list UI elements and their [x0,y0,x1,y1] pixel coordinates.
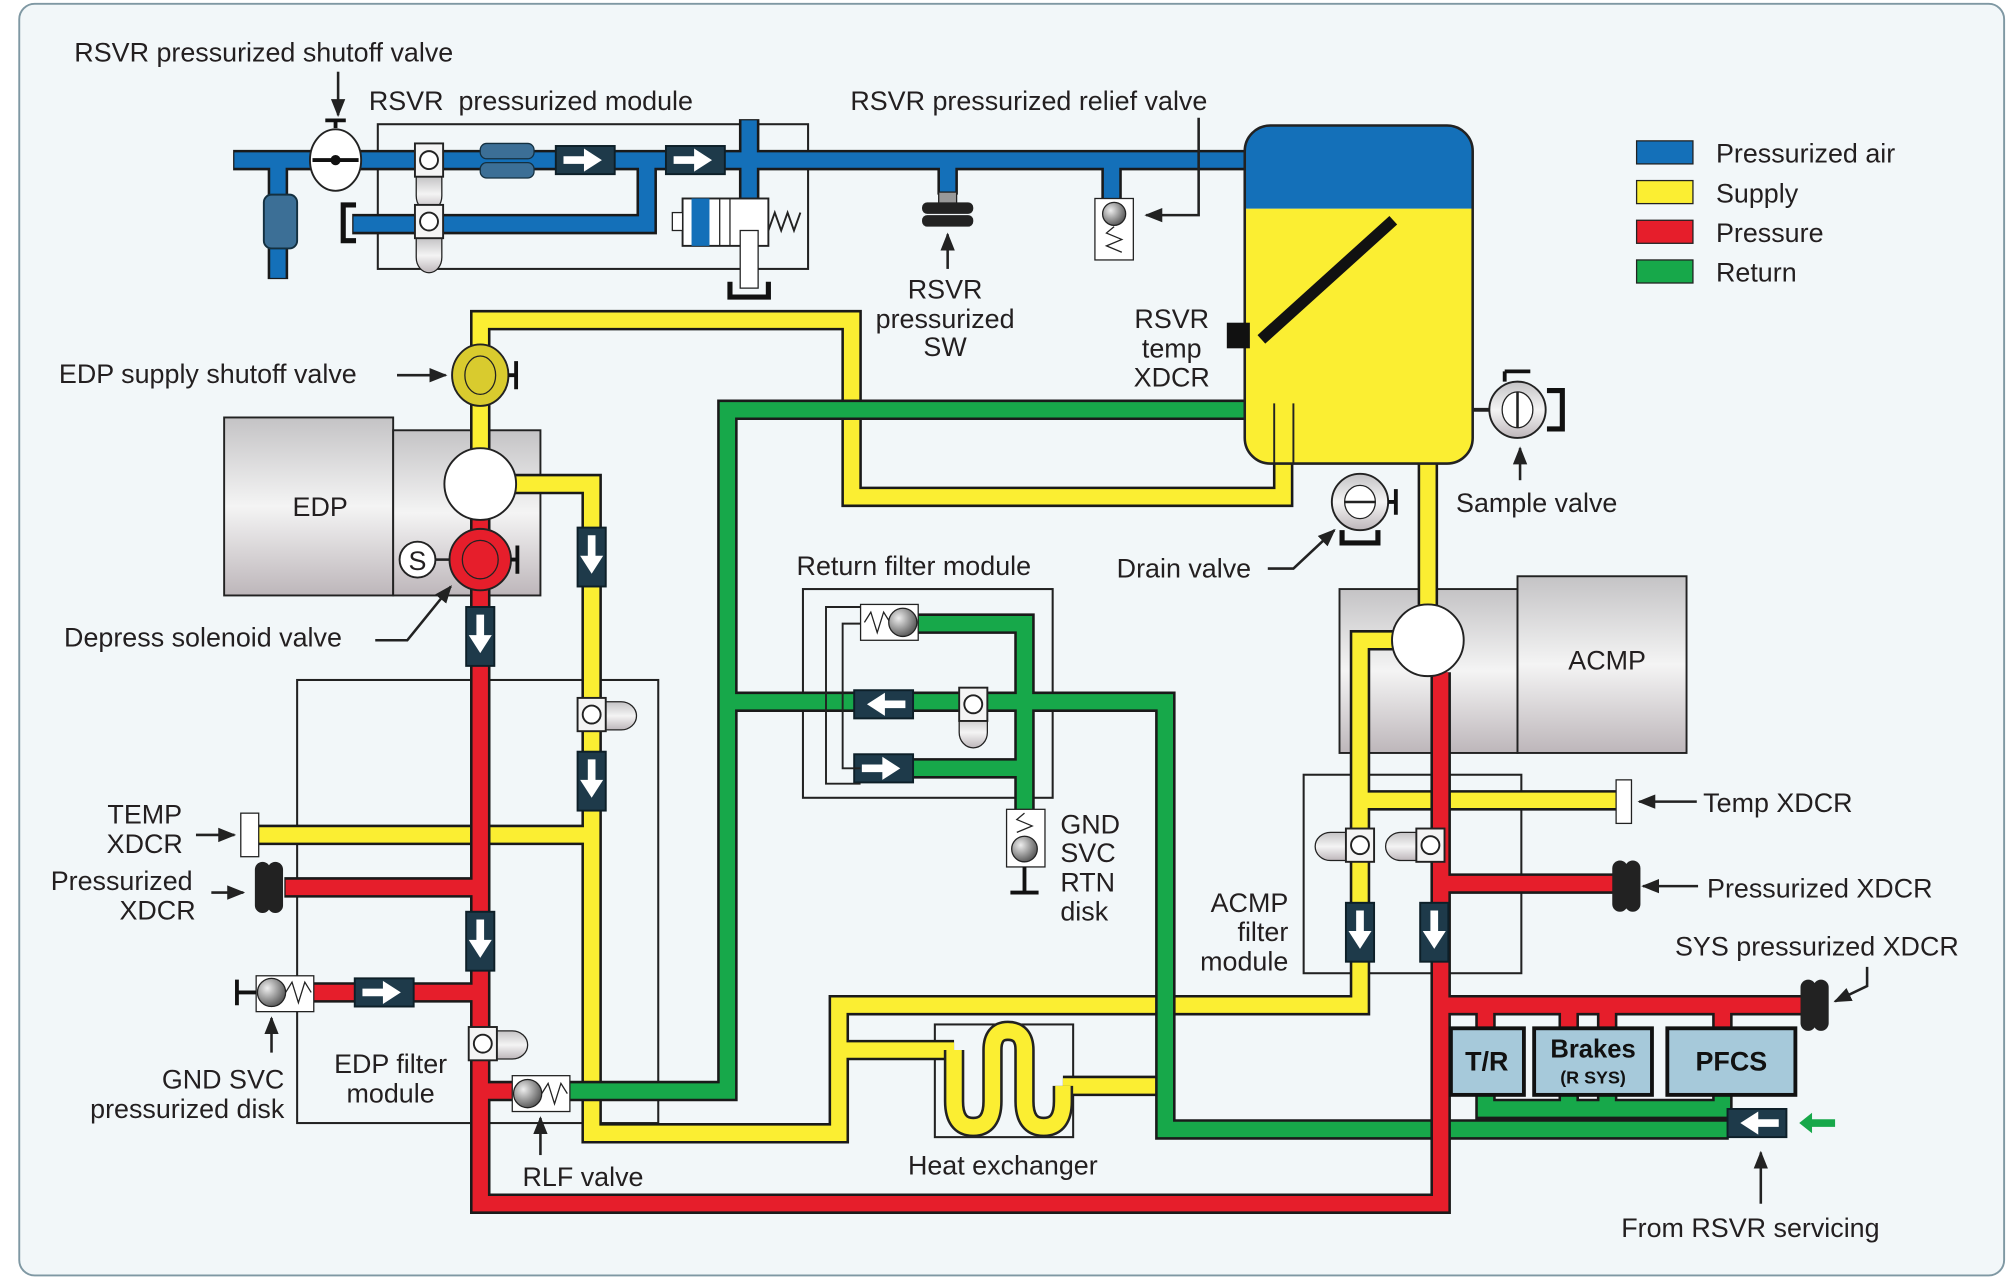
depress-solenoid-valve[interactable] [434,527,520,592]
leader-arrows [195,71,1869,1204]
brakes-sub-label: (R SYS) [1560,1067,1626,1087]
label-drain-valve: Drain valve [1117,554,1251,584]
sys-pressurized-xdcr [1800,979,1829,1031]
filter-arrow-right-icon [353,977,415,1008]
label-temp-xdcr-right: Temp XDCR [1703,788,1852,818]
label-sample-valve: Sample valve [1456,488,1617,518]
solenoid-s-label: S [409,546,427,576]
inflow-green-arrow-icon [1799,1112,1836,1134]
reservoir-tank [1226,124,1474,465]
label-acmp: ACMP [1568,646,1646,676]
filter-arrow-down-icon [576,750,607,812]
label-return-filter-module: Return filter module [797,551,1032,581]
svg-text:Return: Return [1716,258,1797,288]
filter-arrow-down-icon [1419,901,1450,963]
edp-pump-port [443,447,518,521]
label-rsvr-relief-valve: RSVR pressurized relief valve [850,86,1207,116]
label-heat-exchanger: Heat exchanger [908,1150,1098,1180]
brakes-box: Brakes (R SYS) [1532,1026,1654,1097]
label-edp: EDP [293,492,348,522]
gnd-svc-rtn-disk[interactable] [1005,808,1046,895]
svg-text:Pressure: Pressure [1716,218,1824,248]
rsvr-pressurized-sw [922,191,974,227]
legend-item-return: Return [1635,258,1797,288]
return-filter-bypass [825,603,919,785]
edp-supply-shutoff-valve[interactable] [451,343,519,407]
drain-valve[interactable] [1330,472,1398,546]
rsvr-relief-piston [671,197,802,300]
pressurized-xdcr-right [1612,860,1641,912]
rsvr-pressurized-relief-valve[interactable] [1094,197,1134,261]
check-valve [576,696,638,733]
tr-box: T/R [1448,1026,1526,1097]
brakes-label: Brakes [1550,1036,1635,1064]
filter-arrow-down-icon [576,526,607,588]
servicing-arrow-left-icon [1726,1108,1788,1139]
check-valve [1314,827,1376,863]
filter-arrow-down-icon [1344,901,1376,963]
gnd-svc-pressurized-disk[interactable] [235,975,315,1013]
label-rsvr-shutoff-valve: RSVR pressurized shutoff valve [74,37,453,67]
label-pressurized-xdcr-right: Pressurized XDCR [1707,874,1933,904]
label-edp-supply-shutoff: EDP supply shutoff valve [59,359,357,389]
check-valve [1385,827,1446,863]
rsvr-pressurized-module-box [376,123,810,270]
filter-arrow-left-icon [853,689,915,720]
label-depress-solenoid: Depress solenoid valve [64,623,342,653]
return-lines [563,399,1733,1140]
acmp-pump-port [1391,603,1465,678]
label-rlf-valve: RLF valve [523,1162,644,1192]
level-indicator [1257,215,1398,344]
check-valve [413,203,445,274]
label-sys-pressurized-xdcr: SYS pressurized XDCR [1675,931,1959,961]
filter-arrow-down-icon [465,910,496,972]
check-valve [467,1026,529,1062]
rsvr-temp-xdcr-sensor [1226,322,1250,349]
blue-line-fitting [262,193,299,250]
pressurized-air-lines [233,119,1249,280]
pressure-lines [284,512,1806,1214]
solenoid-icon [398,540,437,579]
cap-icon [340,202,357,244]
check-valve [413,142,445,212]
rsvr-pressurized-shutoff-valve[interactable] [308,118,363,192]
filter-arrow-down-icon [465,606,496,667]
legend-item-pressurized-air: Pressurized air [1635,139,1895,169]
tr-label: T/R [1465,1047,1508,1077]
acmp-pump [1338,575,1688,754]
pfcs-label: PFCS [1696,1047,1768,1077]
pfcs-box: PFCS [1665,1026,1798,1097]
filter-arrow-right-icon [853,753,915,784]
filter-arrow-right-icon [664,145,726,176]
filter-arrow-right-icon [554,145,616,176]
rlf-valve[interactable] [511,1075,571,1113]
legend-item-supply: Supply [1635,178,1799,208]
legend: Pressurized air Supply Pressure Return [1635,139,1895,288]
pressurized-xdcr-left [254,861,284,914]
legend-item-pressure: Pressure [1635,218,1824,248]
temp-xdcr-left [240,812,260,858]
sample-valve[interactable] [1472,369,1565,439]
temp-xdcr-right [1615,779,1633,825]
label-from-rsvr-servicing: From RSVR servicing [1621,1213,1879,1243]
check-valve [958,686,989,749]
restrictor-icon [479,142,535,179]
svg-text:Pressurized air: Pressurized air [1716,139,1895,169]
label-rsvr-module: RSVR pressurized module [369,86,693,116]
svg-text:Supply: Supply [1716,178,1799,208]
